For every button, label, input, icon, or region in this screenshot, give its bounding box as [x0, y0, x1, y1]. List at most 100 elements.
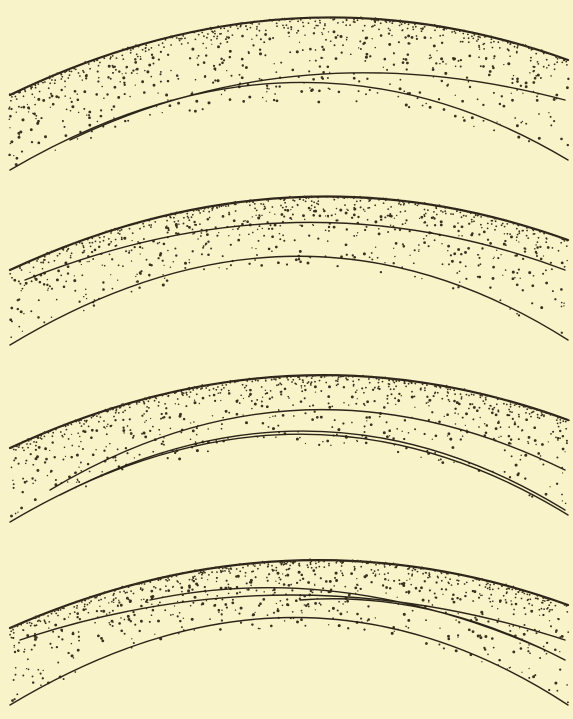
- stipple-dot: [537, 414, 539, 416]
- stipple-dot: [286, 598, 288, 600]
- stipple-dot: [465, 278, 467, 280]
- stipple-dot: [479, 636, 482, 639]
- stipple-dot: [194, 630, 195, 631]
- stipple-dot: [313, 225, 314, 226]
- stipple-dot: [284, 202, 286, 204]
- stipple-dot: [505, 219, 507, 221]
- stipple-dot: [528, 644, 530, 646]
- stipple-dot: [55, 613, 57, 615]
- stipple-dot: [85, 608, 87, 610]
- stipple-dot: [511, 603, 513, 605]
- stipple-dot: [441, 42, 443, 44]
- stipple-dot: [282, 573, 283, 574]
- stipple-dot: [125, 592, 127, 594]
- stipple-dot: [398, 41, 400, 43]
- stipple-dot: [76, 482, 77, 483]
- stipple-dot: [555, 56, 557, 58]
- stipple-dot: [440, 458, 442, 460]
- stipple-dot: [500, 436, 501, 437]
- stipple-dot: [370, 423, 373, 426]
- stipple-dot: [51, 288, 53, 290]
- stipple-dot: [221, 205, 223, 207]
- stipple-dot: [103, 426, 105, 428]
- stipple-dot: [34, 625, 36, 627]
- stipple-dot: [447, 582, 449, 584]
- stipple-dot: [291, 381, 293, 383]
- stipple-dot: [312, 376, 314, 378]
- stipple-dot: [352, 254, 354, 256]
- stipple-dot: [23, 629, 25, 631]
- stipple-dot: [186, 213, 188, 215]
- stipple-dot: [187, 216, 189, 218]
- stipple-dot: [557, 437, 559, 439]
- stipple-dot: [242, 100, 245, 103]
- stipple-dot: [487, 216, 489, 218]
- stipple-dot: [480, 595, 481, 596]
- stipple-dot: [119, 81, 121, 83]
- stipple-dot: [396, 215, 397, 216]
- stipple-dot: [399, 229, 401, 231]
- stipple-dot: [88, 426, 90, 428]
- stipple-dot: [109, 612, 111, 614]
- stipple-dot: [68, 248, 70, 250]
- stipple-dot: [277, 425, 279, 427]
- stipple-dot: [489, 587, 491, 589]
- stipple-dot: [200, 235, 202, 237]
- stipple-dot: [521, 598, 523, 600]
- stipple-dot: [98, 600, 100, 602]
- stipple-dot: [262, 598, 265, 601]
- stipple-dot: [458, 575, 460, 577]
- stipple-dot: [177, 574, 179, 576]
- stipple-dot: [531, 604, 533, 606]
- stipple-dot: [558, 250, 560, 252]
- stipple-dot: [93, 235, 95, 237]
- stipple-dot: [60, 609, 62, 611]
- stipple-dot: [293, 415, 295, 417]
- stipple-dot: [546, 597, 548, 599]
- stipple-dot: [516, 124, 519, 127]
- stipple-dot: [481, 247, 483, 249]
- stipple-dot: [85, 289, 87, 291]
- stipple-dot: [522, 121, 523, 122]
- stipple-dot: [520, 459, 522, 461]
- stipple-dot: [46, 252, 48, 254]
- stipple-dot: [413, 262, 415, 264]
- stipple-dot: [522, 289, 524, 291]
- stipple-dot: [389, 587, 391, 589]
- stipple-dot: [279, 198, 281, 200]
- stipple-dot: [245, 385, 247, 387]
- stipple-dot: [127, 425, 129, 427]
- stipple-dot: [75, 69, 77, 71]
- stipple-dot: [336, 265, 338, 267]
- stipple-dot: [283, 199, 285, 201]
- stipple-dot: [201, 574, 203, 576]
- stipple-dot: [375, 564, 377, 566]
- stipple-dot: [407, 28, 409, 30]
- stipple-dot: [390, 199, 392, 201]
- stipple-dot: [42, 262, 44, 264]
- stipple-dot: [356, 440, 358, 442]
- stipple-dot: [275, 71, 277, 73]
- stipple-dot: [460, 41, 462, 43]
- stipple-dot: [102, 281, 104, 283]
- stipple-dot: [52, 631, 54, 633]
- stipple-dot: [18, 280, 20, 282]
- stipple-dot: [541, 602, 543, 604]
- stipple-dot: [274, 214, 275, 215]
- stipple-dot: [236, 400, 239, 403]
- stipple-dot: [142, 49, 144, 51]
- stipple-dot: [85, 77, 87, 79]
- stipple-dot: [31, 280, 33, 282]
- stipple-dot: [389, 564, 391, 566]
- stipple-dot: [528, 677, 530, 679]
- stipple-dot: [435, 207, 437, 209]
- stipple-dot: [107, 231, 109, 233]
- stipple-dot: [106, 446, 107, 447]
- stipple-dot: [205, 387, 207, 389]
- stipple-dot: [537, 595, 539, 597]
- stipple-dot: [60, 89, 62, 91]
- stipple-dot: [53, 429, 55, 431]
- stipple-dot: [353, 19, 355, 21]
- stipple-dot: [252, 614, 254, 616]
- stipple-dot: [286, 574, 289, 577]
